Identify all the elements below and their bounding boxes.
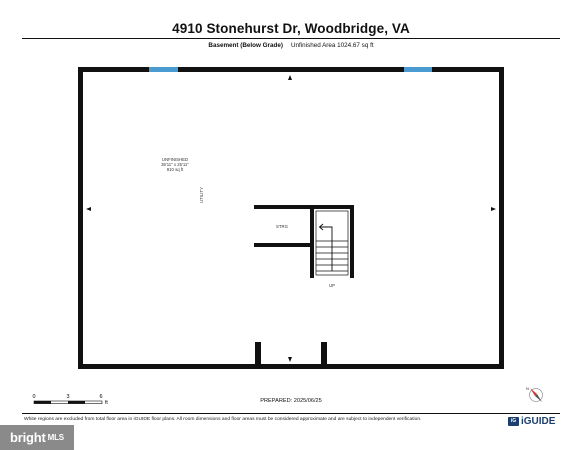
prepared-date: PREPARED: 2025/06/25: [260, 398, 322, 404]
page-title: 4910 Stonehurst Dr, Woodbridge, VA: [172, 21, 410, 36]
room-storage-label: STRG: [276, 224, 289, 229]
scale-tick-0: 0: [32, 394, 35, 400]
scale-bar: 0 3 6 ft: [32, 394, 108, 406]
iguide-logo-text: iGUIDE: [521, 415, 556, 427]
bottom-stub-right: [321, 342, 327, 366]
scale-tick-6: 6: [99, 394, 102, 400]
wall-top: [78, 67, 504, 72]
title-divider: [22, 38, 560, 39]
scale-tick-3: 3: [66, 394, 69, 400]
storage-walls: [254, 205, 354, 278]
room-utility-label: UTILITY: [199, 187, 204, 203]
compass-icon: N: [526, 386, 543, 402]
window-right: [404, 67, 432, 72]
room-unfinished-area: 910 sq ft: [167, 167, 184, 172]
marker-right: [491, 207, 496, 211]
watermark-bright: bright: [10, 430, 46, 445]
floor-area: Unfinished Area 1024.67 sq ft: [290, 42, 374, 49]
wall-bottom: [78, 364, 504, 369]
iguide-logo: iG iGUIDE: [508, 415, 555, 427]
dimension-markers: [86, 75, 496, 362]
disclaimer-text: White regions are excluded from total fl…: [24, 417, 422, 422]
wall-right: [499, 67, 504, 369]
room-unfinished-dimensions: 36'11" x 25'11": [161, 162, 189, 167]
stair-direction-arrow: [318, 223, 333, 271]
room-unfinished-name: UNFINISHED: [162, 157, 188, 162]
scale-unit: ft: [105, 400, 108, 406]
wall-left: [78, 67, 83, 369]
bottom-stub-left: [255, 342, 261, 366]
marker-top: [288, 75, 292, 80]
floor-name: Basement (Below Grade): [208, 42, 283, 49]
svg-text:N: N: [526, 386, 529, 391]
window-left: [149, 67, 178, 72]
floor-subtitle: Basement (Below Grade) Unfinished Area 10…: [0, 42, 582, 49]
iguide-badge-icon: iG: [508, 416, 519, 426]
marker-left: [86, 207, 91, 211]
footer-divider: [22, 413, 560, 414]
outer-walls: [78, 67, 504, 369]
stairs-up-label: UP: [329, 283, 335, 288]
watermark-mls: MLS: [47, 433, 65, 442]
marker-bottom: [288, 357, 292, 362]
